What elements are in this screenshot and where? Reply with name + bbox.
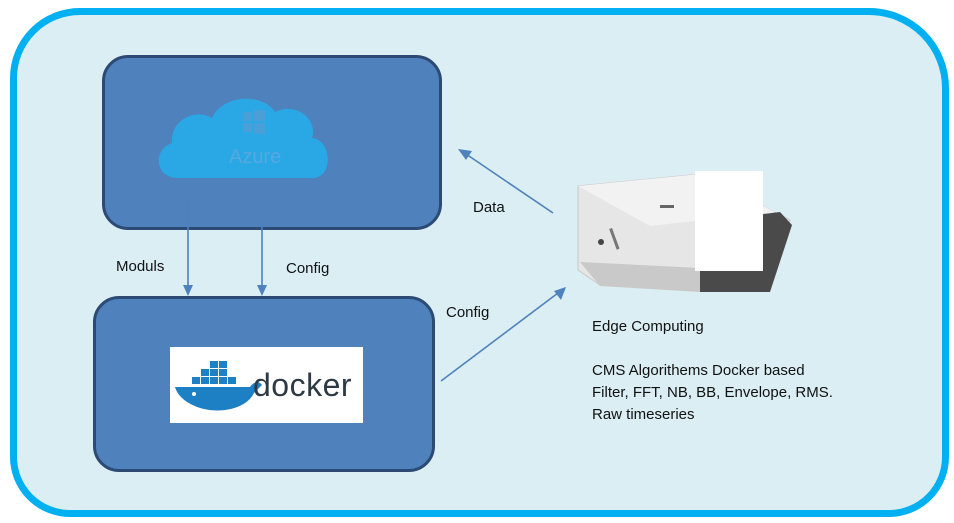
config-edge-arrowhead: [554, 287, 566, 300]
data-arrowhead: [458, 149, 472, 160]
edge-line-3: Raw timeseries: [592, 406, 695, 423]
edge-title: Edge Computing: [592, 318, 704, 335]
docker-logo: docker: [170, 347, 363, 423]
config-down-arrowhead: [257, 285, 267, 296]
azure-label: Azure: [229, 146, 281, 168]
moduls-arrowhead: [183, 285, 193, 296]
config-edge-label: Config: [446, 304, 490, 321]
data-arrow: [465, 153, 554, 214]
edge-line-2: Filter, FFT, NB, BB, Envelope, RMS.: [592, 384, 833, 401]
edge-line-1: CMS Algorithems Docker based: [592, 362, 805, 379]
white-patch: [695, 171, 763, 271]
config-down-label: Config: [286, 260, 330, 277]
docker-label: docker: [253, 367, 353, 403]
windows-logo-icon: [243, 110, 265, 134]
config-edge-arrow: [440, 292, 559, 382]
azure-cloud-icon: [158, 98, 328, 178]
docker-whale-icon: [175, 361, 262, 411]
moduls-label: Moduls: [116, 258, 165, 275]
data-label: Data: [473, 199, 505, 216]
